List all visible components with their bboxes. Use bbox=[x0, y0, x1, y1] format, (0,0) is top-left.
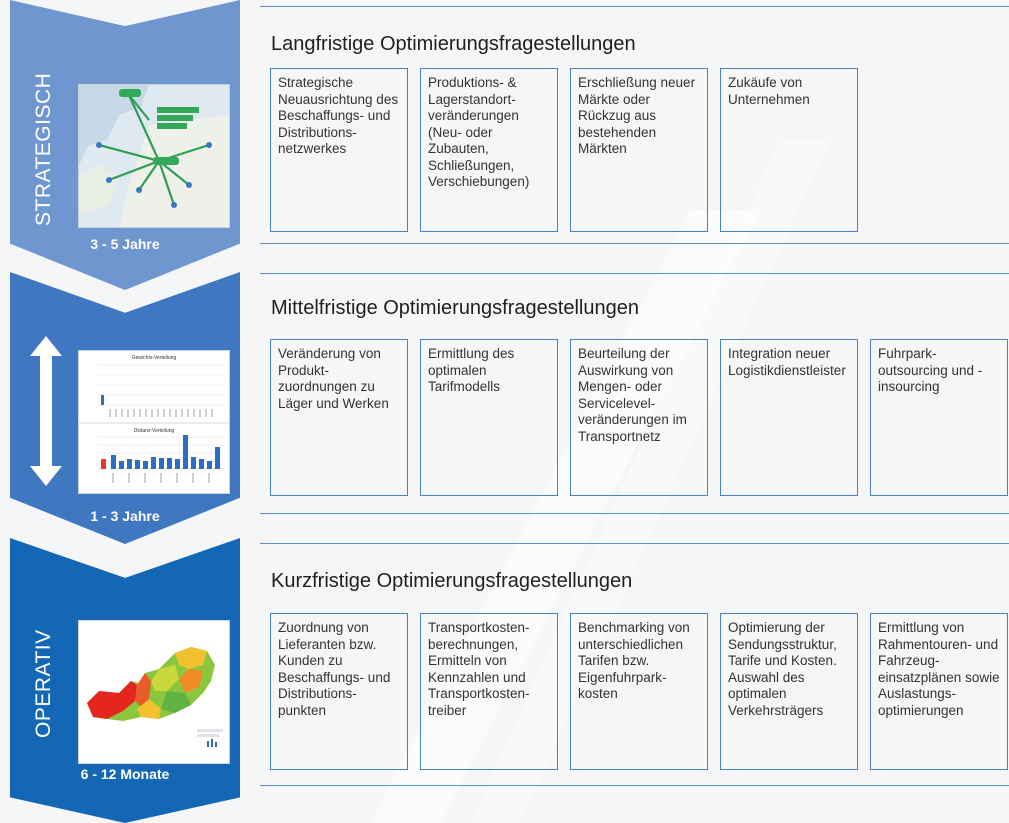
operative-period: 6 - 12 Monate bbox=[80, 766, 170, 782]
operative-chevron: OPERATIV 6 - 12 Monate bbox=[10, 538, 240, 823]
divider-line bbox=[260, 513, 1009, 514]
box-mid-1: Veränderung von Produkt­zuordnungen zu L… bbox=[270, 339, 408, 496]
strategic-chevron: STRATEGISCH bbox=[10, 0, 240, 290]
box-short-2: Transportkosten­berechnungen, Ermitteln … bbox=[420, 613, 558, 770]
strategic-period: 3 - 5 Jahre bbox=[90, 236, 160, 252]
divider-line bbox=[260, 243, 1009, 244]
network-map-thumbnail bbox=[78, 84, 230, 228]
divider-line bbox=[260, 785, 1009, 786]
section-title-mid-term: Mittelfristige Optimierungsfragestellung… bbox=[271, 297, 639, 319]
box-short-3: Benchmarking von unterschiedli­chen Tari… bbox=[570, 613, 708, 770]
chart-top-title: Gewichts-Verteilung bbox=[132, 355, 177, 361]
divider-line bbox=[260, 273, 1009, 274]
box-mid-4: Integration neuer Logistik­dienstleister bbox=[720, 339, 858, 496]
double-arrow-icon bbox=[30, 336, 62, 486]
box-mid-2: Ermittlung des optimalen Tarifmodells bbox=[420, 339, 558, 496]
divider-line bbox=[260, 543, 1009, 544]
box-mid-5: Fuhrpark­outsourcing und -insourcing bbox=[870, 339, 1008, 496]
box-mid-3: Beurteilung der Auswirkung von Mengen- o… bbox=[570, 339, 708, 496]
distribution-charts-thumbnail: Gewichts-Verteilung Distanz-Verteilung bbox=[78, 350, 230, 494]
box-short-1: Zuordnung von Lieferanten bzw. Kunden zu… bbox=[270, 613, 408, 770]
operative-vertical-label: OPERATIV bbox=[32, 629, 55, 738]
divider-line bbox=[260, 6, 1009, 7]
box-short-4: Optimierung der Sendungsstruktur, Tarife… bbox=[720, 613, 858, 770]
section-title-long-term: Langfristige Optimierungsfragestellungen bbox=[271, 33, 636, 55]
box-long-3: Erschließung neuer Märkte oder Rückzug a… bbox=[570, 68, 708, 232]
austria-heatmap-thumbnail bbox=[78, 620, 230, 764]
mid-period: 1 - 3 Jahre bbox=[90, 508, 160, 524]
box-long-1: Strategische Neuausrichtung des Beschaff… bbox=[270, 68, 408, 232]
box-long-4: Zukäufe von Unternehmen bbox=[720, 68, 858, 232]
box-long-2: Produktions- & Lagerstandort­veränderung… bbox=[420, 68, 558, 232]
chart-bottom-title: Distanz-Verteilung bbox=[134, 428, 175, 434]
mid-chevron: Gewichts-Verteilung Distanz-Verteilung bbox=[10, 272, 240, 544]
section-title-short-term: Kurzfristige Optimierungsfragestellungen bbox=[271, 570, 633, 592]
strategic-vertical-label: STRATEGISCH bbox=[32, 72, 55, 226]
box-short-5: Ermittlung von Rahmentouren- und Fahrzeu… bbox=[870, 613, 1008, 770]
